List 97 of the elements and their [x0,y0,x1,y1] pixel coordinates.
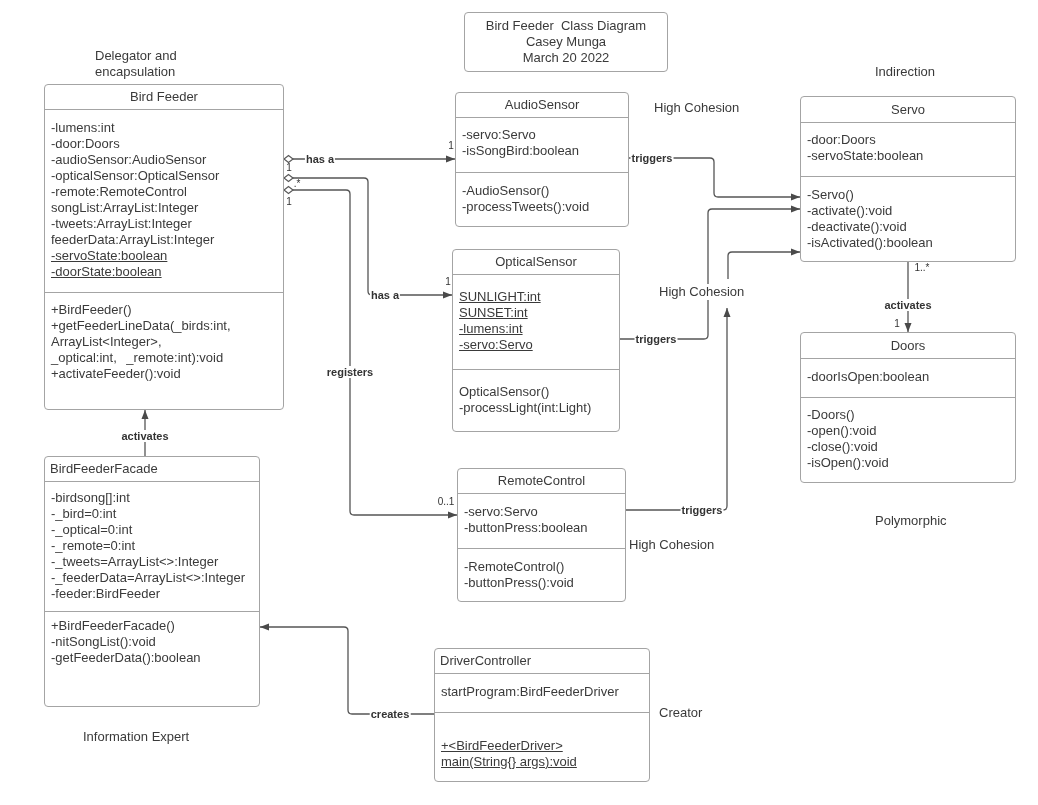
attribute-text: -servoState:boolean [51,248,168,264]
method-text: -RemoteControl() [464,559,565,575]
aggregation-arrow [283,155,456,163]
attribute-text: songList:ArrayList:Integer [51,200,199,216]
method-text: -processTweets():void [462,199,590,215]
method-text: -open():void [807,423,877,439]
attribute-text: -remote:RemoteControl [51,184,187,200]
method-text: -processLight(int:Light) [459,400,592,416]
edge-label: triggers [680,504,724,516]
class-name: Bird Feeder [130,89,198,105]
attribute-text: SUNSET:int [459,305,528,321]
attribute-text: -servo:Servo [459,337,533,353]
aggregation-arrow [283,186,458,519]
class-name: AudioSensor [504,97,580,113]
multiplicity-label: 1 [286,197,292,207]
edge-label: has a [304,153,336,165]
class-box [457,468,626,602]
attribute-text: -_remote=0:int [51,538,136,554]
multiplicity-label: .* [293,179,301,189]
class-box [44,84,284,410]
method-text: -isOpen():void [807,455,889,471]
annotation-text: High Cohesion [629,537,715,553]
attribute-text: startProgram:BirdFeederDriver [441,684,619,700]
attribute-text: -_optical=0:int [51,522,133,538]
class-name: RemoteControl [497,473,586,489]
class-box [800,332,1016,483]
attribute-text: -servoState:boolean [807,148,924,164]
aggregation-arrow [283,174,453,299]
class-name: DriverController [440,653,532,669]
attribute-text: -servo:Servo [462,127,536,143]
class-box [434,648,650,782]
method-text: -getFeederData():boolean [51,650,201,666]
method-text: main(String{} args):void [441,754,577,770]
method-text: +<BirdFeederDriver> [441,738,563,754]
method-text: OpticalSensor() [459,384,550,400]
edge-label: registers [325,366,375,378]
method-text: -Doors() [807,407,855,423]
class-name: Doors [890,337,926,354]
method-text: +getFeederLineData(_birds:int, ArrayList<Integer>, _optical:int, _remote:int):void [51,318,232,366]
edge-label: activates [883,299,933,311]
method-text: -nitSongList():void [51,634,156,650]
attribute-text: -door:Doors [51,136,120,152]
attribute-text: -audioSensor:AudioSensor [51,152,207,168]
method-text: -isActivated():boolean [807,235,933,251]
attribute-text: feederData:ArrayList:Integer [51,232,215,248]
date-text: March 20 2022 [522,50,610,66]
edge-label: triggers [634,333,678,345]
multiplicity-label: 1 [448,141,454,151]
attribute-text: -_bird=0:int [51,506,117,522]
multiplicity-label: 1..* [914,263,930,273]
author-text: Casey Munga [525,34,607,50]
multiplicity-label: 0..1 [437,497,455,507]
attribute-text: -buttonPress:boolean [464,520,588,536]
attribute-text: -birdsong[]:int [51,490,130,506]
class-box [800,96,1016,262]
class-box [455,92,629,227]
method-text: -Servo() [807,187,854,203]
annotation-text: Polymorphic [875,513,947,529]
method-text: -activate():void [807,203,893,219]
method-text: -deactivate():void [807,219,907,235]
edge-label: has a [369,289,401,301]
class-name: OpticalSensor [495,254,577,270]
method-text: -buttonPress():void [464,575,574,591]
method-text: -close():void [807,439,878,455]
title-text: Bird Feeder Class Diagram [485,18,647,34]
attribute-text: -door:Doors [807,132,876,148]
class-name: Servo [891,101,925,118]
method-text: +activateFeeder():void [51,366,181,382]
title-box [464,12,668,72]
class-name: BirdFeederFacade [50,461,158,477]
attribute-text: SUNLIGHT:int [459,289,541,305]
class-box [452,249,620,432]
attribute-text: -_feederData=ArrayList<>:Integer [51,570,246,586]
attribute-text: -servo:Servo [464,504,538,520]
annotation-text: Information Expert [83,729,190,745]
method-text: -AudioSensor() [462,183,550,199]
edge-label: activates [120,430,170,442]
attribute-text: -doorIsOpen:boolean [807,369,930,385]
class-box [44,456,260,707]
multiplicity-label: 1 [894,319,900,329]
multiplicity-label: 1 [286,163,292,173]
method-text: +BirdFeeder() [51,302,132,318]
edge-label: triggers [630,152,674,164]
arrow [727,248,801,280]
annotation-text: High Cohesion [659,284,745,300]
attribute-text: -feeder:BirdFeeder [51,586,161,602]
attribute-text: -lumens:int [51,120,115,136]
annotation-text: High Cohesion [654,100,740,116]
attribute-text: -isSongBird:boolean [462,143,580,159]
method-text: +BirdFeederFacade() [51,618,175,634]
multiplicity-label: 1 [445,277,451,287]
attribute-text: -_tweets=ArrayList<>:Integer [51,554,219,570]
attribute-text: -lumens:int [459,321,523,337]
edge-label: creates [369,708,411,720]
attribute-text: -tweets:ArrayList:Integer [51,216,192,232]
attribute-text: -doorState:boolean [51,264,162,280]
attribute-text: -opticalSensor:OpticalSensor [51,168,220,184]
